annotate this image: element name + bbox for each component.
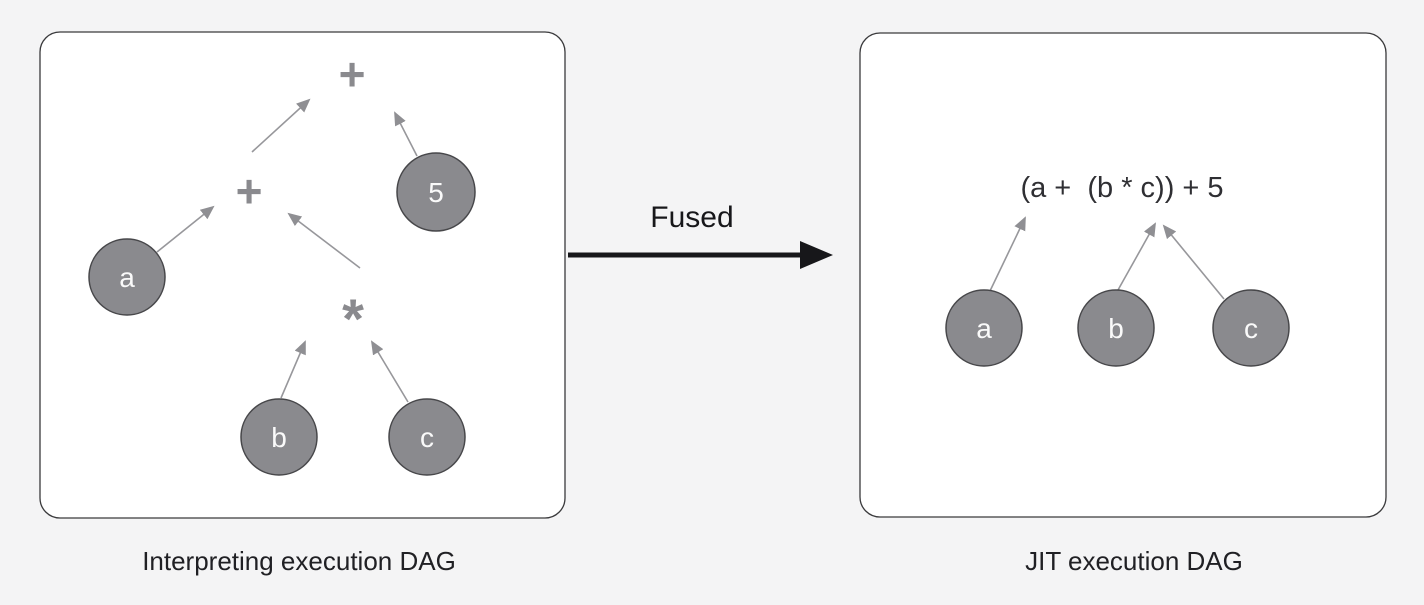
edge-a-to-expression [989, 216, 1026, 292]
edge-c-to-expression [1162, 224, 1225, 300]
edge-5-to-root-plus [394, 111, 418, 157]
left-node-b: b [240, 398, 318, 476]
left-node-a-circle [88, 238, 166, 316]
right-node-a: a [945, 289, 1023, 367]
left-node-5: 5 [396, 152, 476, 232]
left-node-5-circle [396, 152, 476, 232]
left-panel-caption: Interpreting execution DAG [142, 546, 456, 576]
edge-multiply-to-inner-plus [287, 212, 361, 269]
edge-b-to-multiply [280, 340, 306, 399]
right-panel-caption: JIT execution DAG [1025, 546, 1243, 576]
multiply-operator: * [342, 287, 364, 350]
left-node-b-circle [240, 398, 318, 476]
right-node-b-label: b [1108, 313, 1124, 344]
left-node-c-label: c [420, 422, 434, 453]
edge-inner-plus-to-root-plus [251, 98, 311, 153]
right-node-c: c [1212, 289, 1290, 367]
fused-arrow-head-icon [800, 241, 833, 269]
left-node-b-label: b [271, 422, 287, 453]
fused-arrow [568, 241, 833, 269]
edge-a-to-inner-plus [156, 205, 215, 253]
root-plus-operator: + [339, 48, 366, 100]
left-node-5-label: 5 [428, 177, 444, 208]
edge-b-to-expression [1117, 222, 1156, 291]
right-node-b-circle [1077, 289, 1155, 367]
left-node-c-circle [388, 398, 466, 476]
fused-label: Fused [650, 201, 733, 234]
right-node-b: b [1077, 289, 1155, 367]
right-node-c-label: c [1244, 313, 1258, 344]
edge-c-to-multiply [370, 340, 409, 403]
fused-expression-text: (a + (b * c)) + 5 [1020, 172, 1223, 204]
right-node-a-label: a [976, 313, 992, 344]
right-node-a-circle [945, 289, 1023, 367]
left-node-c: c [388, 398, 466, 476]
left-node-a: a [88, 238, 166, 316]
inner-plus-operator: + [236, 165, 263, 217]
right-node-c-circle [1212, 289, 1290, 367]
left-node-a-label: a [119, 262, 135, 293]
right-panel-box [859, 32, 1387, 518]
